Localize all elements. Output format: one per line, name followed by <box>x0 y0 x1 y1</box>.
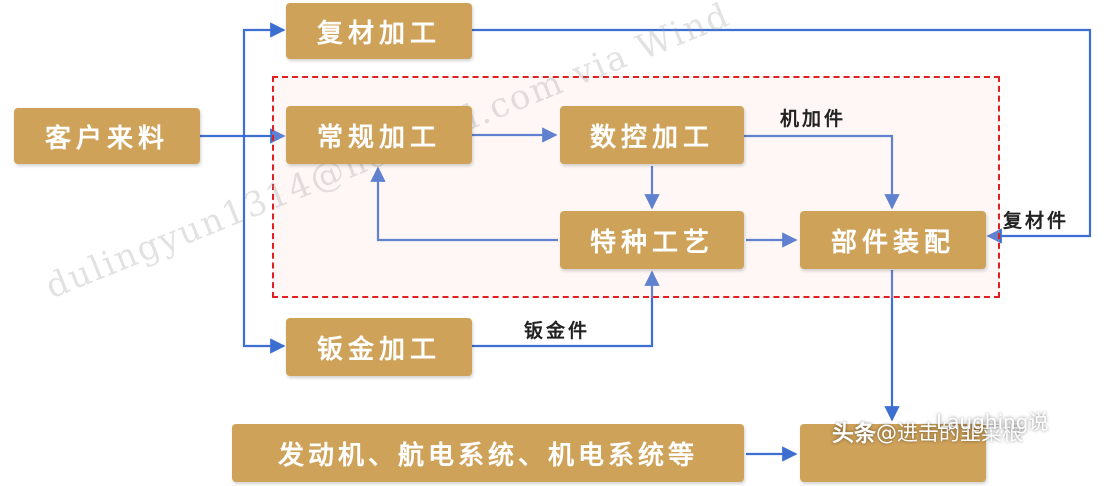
node-special-process: 特种工艺 <box>560 211 744 269</box>
node-conventional-machining: 常规加工 <box>286 106 472 164</box>
arrow-cnc-to-assembly <box>744 134 900 210</box>
account-handle: Laughing说 <box>936 410 1049 434</box>
edge-label-machined-parts: 机加件 <box>780 108 847 130</box>
node-component-assembly: 部件装配 <box>800 211 986 269</box>
edge-label-composite-parts: 复材件 <box>1003 210 1070 232</box>
edge-label-sheet-metal-parts: 钣金件 <box>524 320 591 342</box>
node-cnc-machining: 数控加工 <box>560 106 744 164</box>
account-name: @进击的韭菜根 <box>876 421 1024 445</box>
node-systems: 发动机、航电系统、机电系统等 <box>232 424 744 482</box>
arrow-customer-to-sheet-metal <box>242 136 286 354</box>
node-customer-material: 客户来料 <box>14 108 200 164</box>
arrow-special-to-conventional <box>370 166 558 242</box>
node-sheet-metal-machining: 钣金加工 <box>286 318 472 376</box>
arrow-composite-to-assembly <box>472 28 1092 244</box>
node-composite-machining: 复材加工 <box>286 3 472 59</box>
arrow-customer-to-composite <box>242 22 286 136</box>
node-final <box>800 424 986 482</box>
source-branding: 头条 @进击的韭菜根 Laughing说 <box>832 410 1048 448</box>
source-name: 头条 <box>832 422 877 447</box>
